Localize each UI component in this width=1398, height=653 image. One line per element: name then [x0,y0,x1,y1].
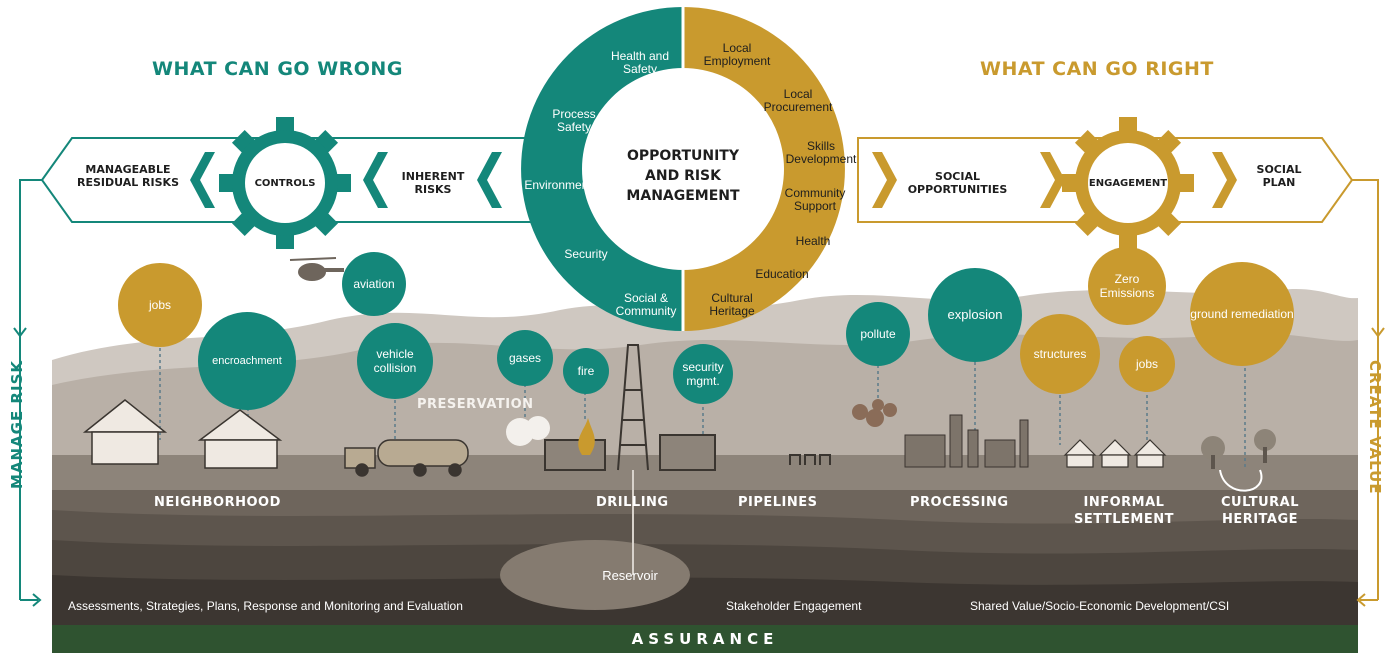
chevron-right-3 [1212,152,1237,208]
bubble-fire: fire [563,348,609,394]
reservoir-shape [500,540,690,610]
site-drilling: DRILLING [596,495,669,510]
informal-settlement-icon [1063,439,1167,468]
risk-area-security: Security [564,247,608,261]
risk-area-health-safety: Health and Safety [610,49,670,76]
engagement-label: ENGAGEMENT [1088,178,1168,189]
what-can-go-wrong-heading: WHAT CAN GO WRONG [152,58,403,80]
bubble-aviation: aviation [342,252,406,316]
bubble-explosion: explosion [928,268,1022,362]
bubble-ground-remediation: ground remediation [1190,262,1294,366]
site-informal-settlement: INFORMAL SETTLEMENT [1073,495,1174,527]
opportunity-skills-development: Skills Development [785,139,857,166]
opportunity-health: Health [795,234,831,248]
helicopter-icon [289,257,344,281]
opportunity-half-ring [683,7,845,331]
manageable-residual-risks-label: MANAGEABLE RESIDUAL RISKS [76,163,179,189]
bubble-gases: gases [497,330,553,386]
chevron-right-1 [872,152,897,208]
chevron-left-1 [190,152,215,208]
drilling-rig-icon [544,344,716,471]
opportunity-education: Education [755,267,809,281]
bubble-pollute: pollute [846,302,910,366]
what-can-go-right-heading: WHAT CAN GO RIGHT [980,58,1214,80]
pipelines-icon [789,454,831,465]
flame-icon [578,418,595,455]
bubble-vehicle-collision: vehicle collision [357,323,433,399]
site-neighborhood: NEIGHBORHOOD [154,495,281,510]
tanker-truck-icon [344,439,469,477]
footer-assessments: Assessments, Strategies, Plans, Response… [68,599,463,613]
opportunity-local-procurement: Local Procurement [763,87,833,114]
engagement-gear-icon [1062,117,1194,249]
risk-half-ring [521,7,683,331]
bubble-jobs-left: jobs [118,263,202,347]
reservoir-label: Reservoir [602,568,658,583]
social-plan-label: SOCIAL PLAN [1256,163,1302,189]
risk-area-environment: Environment [524,178,592,192]
trees-icon [1201,429,1276,469]
opportunity-cultural-heritage: Cultural Heritage [709,291,755,318]
controls-gear-icon [219,117,351,249]
footer-stakeholder-engagement: Stakeholder Engagement [726,599,862,613]
controls-label: CONTROLS [254,178,316,189]
inherent-risks-label: INHERENT RISKS [401,170,465,196]
bubble-structures: structures [1020,314,1100,394]
site-pipelines: PIPELINES [738,495,818,510]
bubble-security-mgmt: security mgmt. [673,344,733,404]
bubble-jobs-right: jobs [1119,336,1175,392]
neighborhood-icon [82,399,283,469]
chevron-left-3 [477,152,502,208]
preservation-label: PRESERVATION [417,397,534,412]
risk-area-process-safety: Process Safety [552,107,596,134]
site-cultural-heritage: CULTURAL HERITAGE [1220,495,1299,527]
refinery-icon [904,414,1029,468]
opportunity-risk-management-title: OPPORTUNITY AND RISK MANAGEMENT [626,148,740,204]
site-processing: PROCESSING [910,495,1009,510]
opportunity-local-employment: Local Employment [703,41,771,68]
chevron-right-2 [1040,152,1065,208]
bubble-zero-emissions: Zero Emissions [1088,247,1166,325]
opportunity-community-support: Community Support [784,186,846,213]
assurance-bar: ASSURANCE [52,625,1358,653]
footer-shared-value: Shared Value/Socio-Economic Development/… [970,599,1230,613]
chevron-left-2 [363,152,388,208]
pollution-icon [852,399,897,427]
risk-area-social-community: Social & Community [615,291,677,318]
create-value-label: CREATE VALUE [1366,360,1384,495]
social-opportunities-label: SOCIAL OPPORTUNITIES [907,170,1008,196]
manage-risk-label: MANAGE RISK [8,360,26,490]
bubble-encroachment: encroachment [198,312,296,410]
